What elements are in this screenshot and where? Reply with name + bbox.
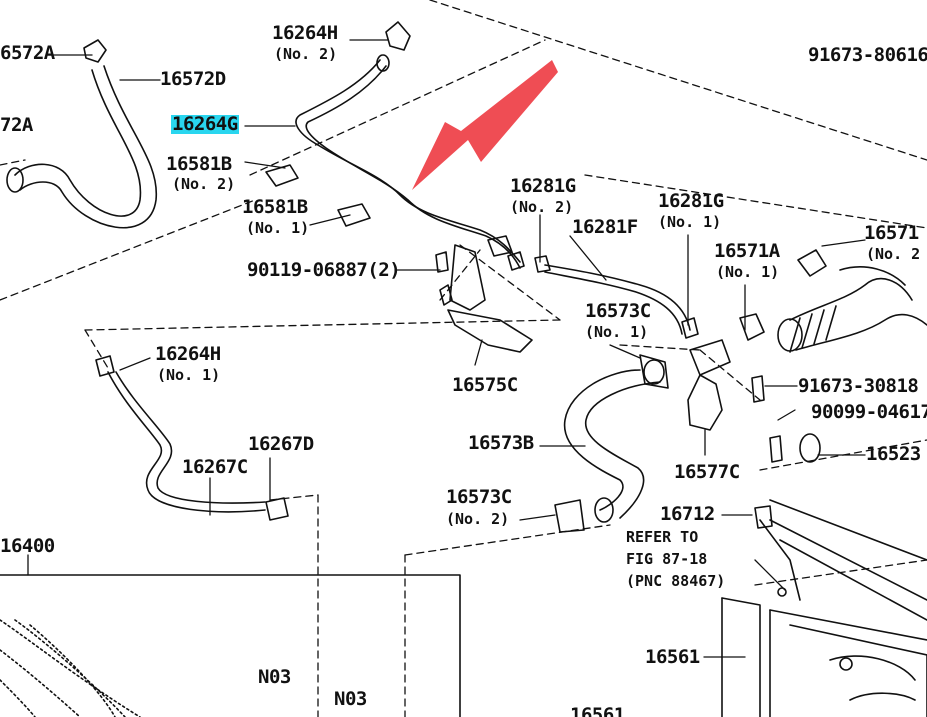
label-16572A-top: 6572A [0, 42, 55, 64]
label-16281F: 16281F [572, 216, 638, 238]
label-16561: 16561 [645, 646, 700, 668]
label-90119-06887: 90119-06887(2) [247, 259, 401, 281]
label-16577C: 16577C [674, 461, 740, 483]
label-16561-bottom: 16561 [570, 704, 625, 717]
refer-line-2: FIG 87-18 [626, 550, 708, 568]
pointer-arrow [412, 60, 558, 190]
label-90099-04617: 90099-04617 [811, 401, 927, 423]
label-91673-30818: 91673-30818 [798, 375, 919, 397]
label-N03-b: N03 [334, 688, 367, 710]
label-16712: 16712 [660, 503, 715, 525]
label-16267D: 16267D [248, 433, 314, 455]
label-16581B-no2-sub: (No. 2) [172, 175, 236, 193]
leader-lines [27, 39, 866, 658]
label-16523: 16523 [866, 443, 921, 465]
label-16264G-highlighted[interactable]: 16264G [171, 113, 239, 135]
label-16575C: 16575C [452, 374, 518, 396]
clamps-and-fittings [83, 21, 927, 621]
label-16581B-no1: 16581B [242, 196, 308, 218]
label-16571-right-sub: (No. 2 [866, 245, 921, 263]
label-16573C-no1-sub: (No. 1) [585, 323, 649, 341]
label-16400: 16400 [0, 535, 55, 557]
label-16264H-no2-sub: (No. 2) [274, 45, 338, 63]
label-16571A-sub: (No. 1) [716, 263, 780, 281]
label-16581B-no1-sub: (No. 1) [246, 219, 310, 237]
label-16267C: 16267C [182, 456, 248, 478]
label-N03-a: N03 [258, 666, 291, 688]
label-16573B: 16573B [468, 432, 534, 454]
hoses [6, 54, 927, 523]
label-16573C-no2-sub: (No. 2) [446, 510, 510, 528]
label-16264H-no1-sub: (No. 1) [157, 366, 221, 384]
label-16281G-no2: 16281G [510, 175, 576, 197]
label-16573C-no1: 16573C [585, 300, 651, 322]
label-16281G-no1: 16281G [658, 190, 724, 212]
label-16281G-no1-sub: (No. 1) [658, 213, 722, 231]
label-91673-80616: 91673-80616 [808, 44, 927, 66]
label-16571-right: 16571 [864, 222, 919, 244]
label-16281G-no2-sub: (No. 2) [510, 198, 574, 216]
label-16571A: 16571A [714, 240, 780, 262]
refer-line-3: (PNC 88467) [626, 572, 726, 590]
refer-line-1: REFER TO [626, 528, 699, 546]
fan-shroud-16561 [721, 597, 927, 717]
label-16573C-no2: 16573C [446, 486, 512, 508]
label-16572D: 16572D [160, 68, 226, 90]
radiator-16400 [0, 574, 461, 717]
label-16572A-left: 72A [0, 114, 33, 136]
label-16581B-no2: 16581B [166, 153, 232, 175]
label-16264H-no1: 16264H [155, 343, 221, 365]
label-16264H-no2: 16264H [272, 22, 338, 44]
